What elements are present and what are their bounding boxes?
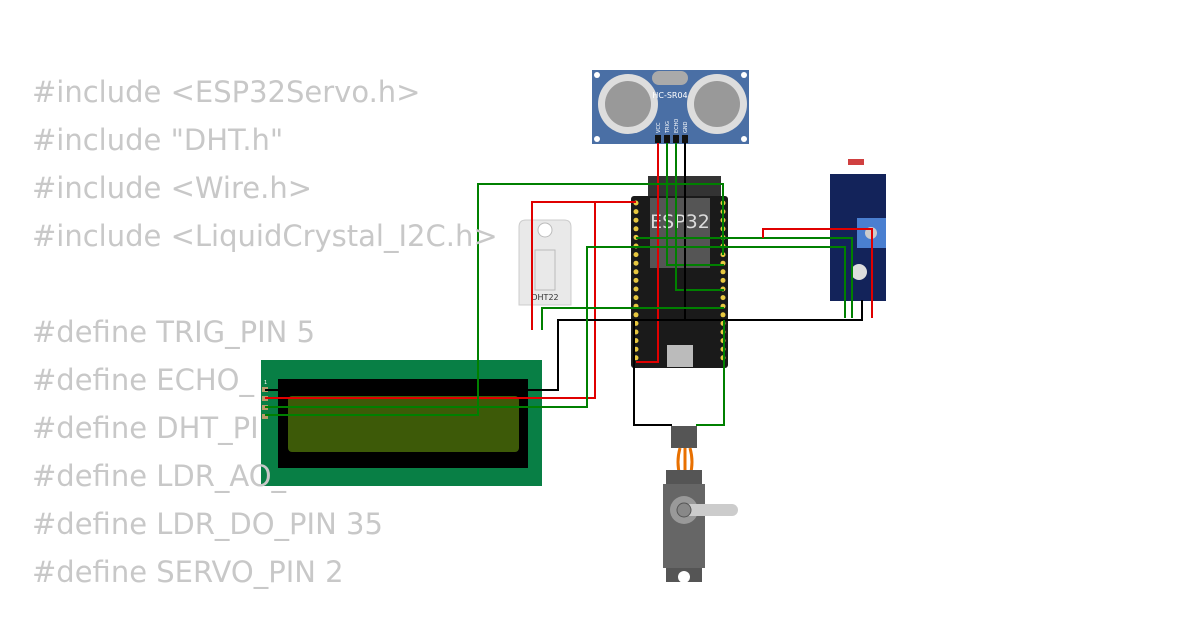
esp32-pin [720,277,726,283]
esp32-pin [720,295,726,301]
wire-ldr-vcc [762,228,873,318]
ultrasonic-sensor[interactable]: HC-SR04 VCC TRIG ECHO GND [592,70,749,144]
wire-lcd-gnd [265,300,863,391]
wire-dht-data [541,307,724,330]
pin-label-gnd: GND [683,121,689,133]
esp32-pin [633,209,639,215]
wire-echo [675,143,724,291]
wire-lcd-sda [265,246,846,408]
servo-motor[interactable] [663,426,738,583]
esp32-pin [633,286,639,292]
esp32-pin [633,295,639,301]
wire-servo-gnd [633,320,672,426]
wire-vcc [636,143,659,363]
wire-ldr-do [636,237,853,318]
esp32-pin [633,269,639,275]
pin-label-vcc: VCC [656,122,662,133]
esp32-pin [633,260,639,266]
pin-label-echo: ECHO [674,119,680,133]
esp32-pin [720,269,726,275]
wire-servo-signal [696,320,725,426]
esp32-pin [633,226,639,232]
wire-lcd-vcc [265,201,636,399]
esp32-board[interactable]: ESP32 [631,176,728,368]
dht22-sensor[interactable]: DHT22 [518,219,572,306]
esp32-pin [633,217,639,223]
esp32-label: ESP32 [650,211,710,233]
esp32-pin [633,277,639,283]
pin-label-trig: TRIG [665,121,671,134]
wire-dht-vcc [531,201,595,330]
wire-lcd-scl [265,183,724,416]
esp32-pin [720,312,726,318]
esp32-pin [633,312,639,318]
lcd-pin-marker: 1 [264,380,267,386]
ultrasonic-label: HC-SR04 [652,91,687,100]
lcd-display[interactable]: 1 [261,360,542,486]
dht22-label: DHT22 [531,293,558,302]
wires [265,143,873,426]
esp32-pin [633,252,639,258]
